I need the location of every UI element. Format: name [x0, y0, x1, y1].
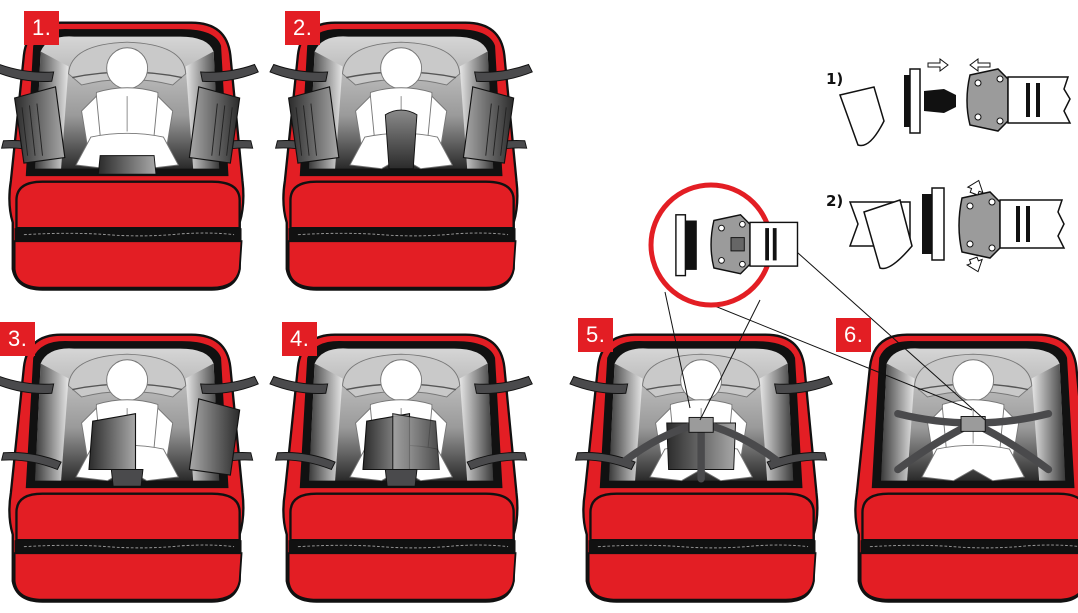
- step-label-4: 4.: [282, 322, 317, 356]
- step-label-6: 6.: [836, 318, 871, 352]
- step-label-3: 3.: [0, 322, 35, 356]
- step-label-2: 2.: [285, 11, 320, 45]
- step-label-5: 5.: [578, 318, 613, 352]
- step-2-illustration: [270, 23, 532, 290]
- step-4-illustration: [270, 335, 532, 602]
- buckle-detail-2: [850, 178, 1064, 275]
- step-label-1: 1.: [24, 11, 59, 45]
- step-1-illustration: [0, 23, 258, 290]
- buckle-step-label-2: 2): [826, 192, 843, 210]
- buckle-step-label-1: 1): [826, 70, 843, 88]
- step-5-illustration: [570, 335, 832, 602]
- step-6-illustration: [855, 335, 1078, 602]
- step-3-illustration: [0, 335, 258, 602]
- buckle-detail-1: [840, 59, 1070, 146]
